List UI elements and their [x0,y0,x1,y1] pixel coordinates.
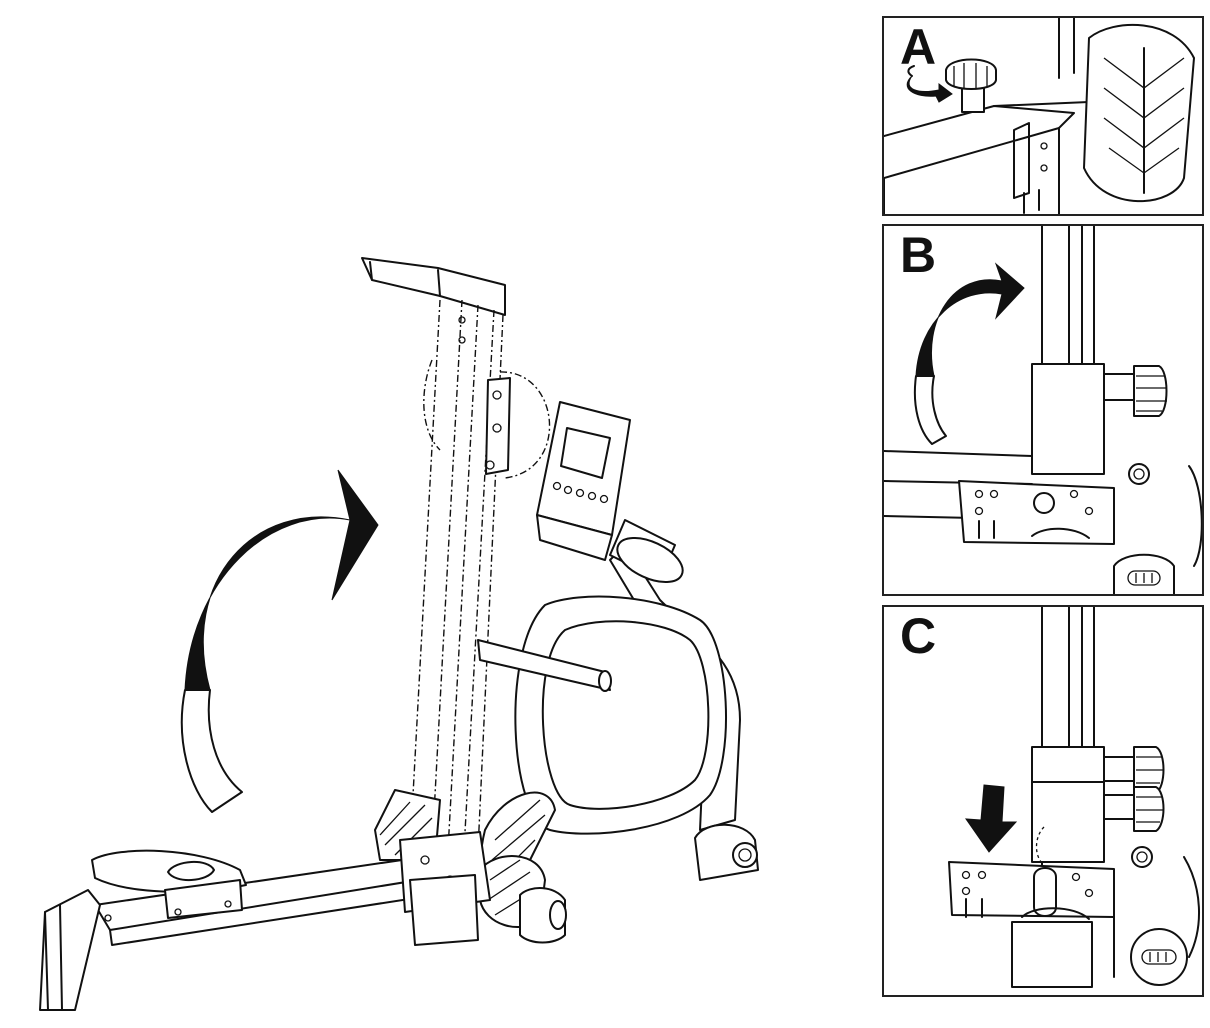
detail-panel-b: B [882,224,1204,596]
fold-up-arrow-icon [180,469,379,813]
wheel [1130,928,1188,986]
wheel [1113,553,1175,594]
rear-stabilizer [39,889,101,1011]
detail-panel-c: C [882,605,1204,997]
knob-icon [1103,365,1168,417]
knob-icon [1103,746,1165,832]
seat [91,849,247,919]
water-tank [477,595,727,835]
knob-icon [945,58,997,113]
knob-loosen-detail [884,18,1202,214]
column-raise-detail [884,226,1202,594]
raise-arrow-icon [913,262,1025,445]
front-base [399,823,759,946]
panel-label-c: C [900,608,937,664]
folding-column [361,257,551,851]
panel-label-b: B [900,227,937,283]
console [536,401,631,561]
rower-folding-illustration [39,257,759,1011]
bracket-lock-detail [948,607,1201,988]
rotate-arrow-icon [906,65,953,103]
down-arrow-icon [964,784,1018,853]
panel-label-a: A [900,19,937,75]
wheel [1083,23,1195,203]
detail-panel-a: A [882,16,1204,216]
